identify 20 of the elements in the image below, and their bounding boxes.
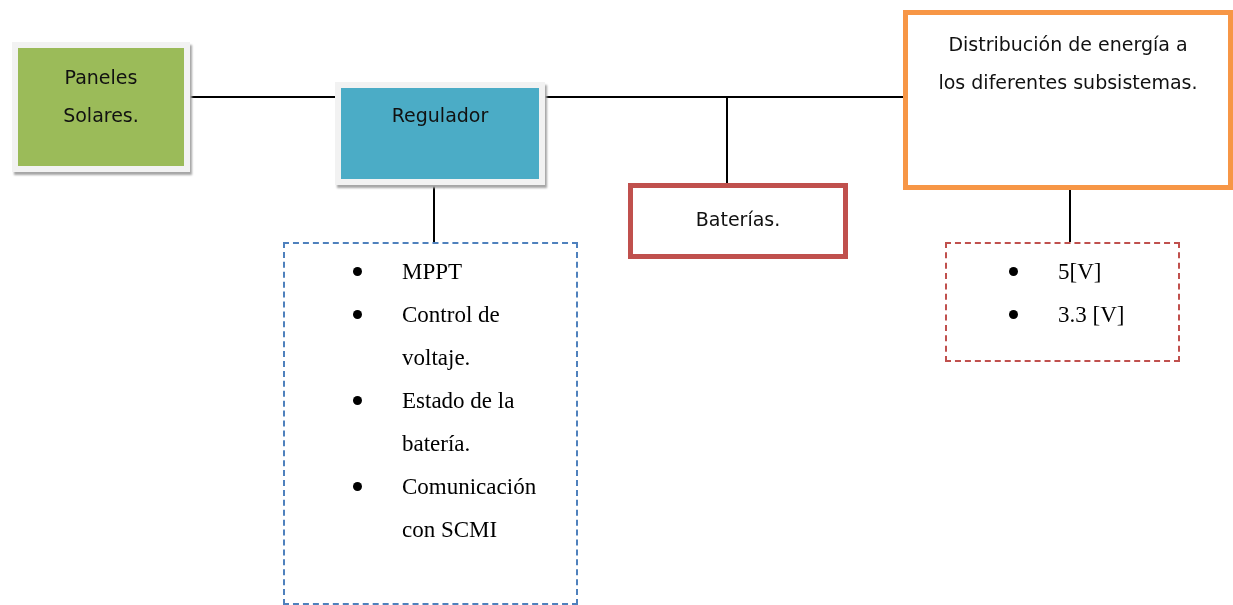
box-label: Distribución de energía a los diferentes subsistemas. — [937, 32, 1199, 95]
list-item: 5[V] — [1058, 259, 1102, 284]
connector-line — [189, 96, 336, 98]
connector-line — [1069, 189, 1071, 243]
list-item: Comunicación con SCMI — [402, 474, 537, 542]
box-label: Baterías. — [694, 207, 782, 232]
process-box — [628, 183, 848, 259]
box-label: Paneles Solares. — [62, 65, 140, 128]
note-box — [945, 242, 1180, 362]
process-box — [335, 82, 545, 185]
list-item: 3.3 [V] — [1058, 302, 1125, 327]
list-item: MPPT — [402, 259, 463, 284]
list-item: Estado de la batería. — [402, 388, 515, 456]
note-box — [283, 242, 578, 605]
process-box — [12, 42, 190, 172]
list-item: Control de voltaje. — [402, 302, 500, 370]
process-box — [903, 10, 1233, 190]
connector-line — [433, 184, 435, 243]
box-label: Regulador — [390, 103, 490, 128]
connector-line — [544, 96, 728, 184]
